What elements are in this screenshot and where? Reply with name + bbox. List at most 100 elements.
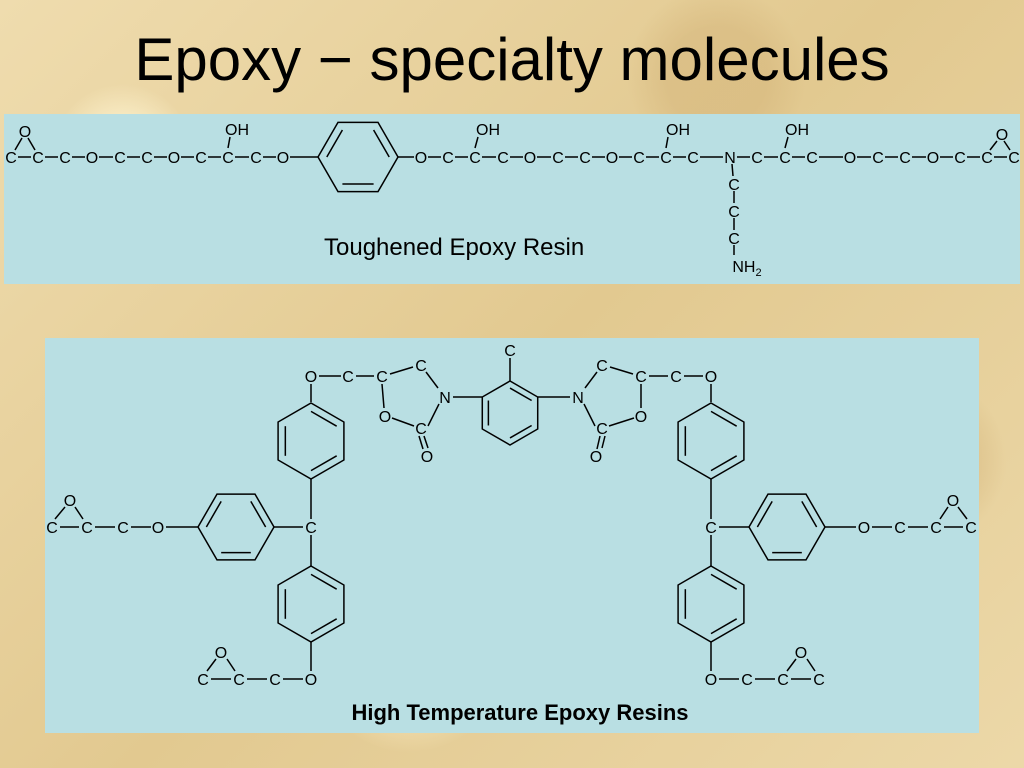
bond-line <box>665 136 669 149</box>
bond-line <box>427 403 440 427</box>
carbon-atom: C <box>59 150 71 167</box>
oxygen-atom: O <box>844 150 856 167</box>
carbon-atom: C <box>342 369 354 386</box>
bond-line <box>474 136 479 149</box>
hydroxyl-group: OH <box>476 122 500 139</box>
carbon-atom: C <box>32 150 44 167</box>
epoxide-oxygen: O <box>795 645 807 662</box>
hydroxyl-group: OH <box>785 122 809 139</box>
carbon-atom: C <box>751 150 763 167</box>
oxygen-atom: O <box>168 150 180 167</box>
oxygen-atom: O <box>606 150 618 167</box>
oxygen-atom: O <box>524 150 536 167</box>
bond-line <box>710 455 738 472</box>
carbon-atom: C <box>687 150 699 167</box>
bond-line <box>601 435 606 449</box>
carbon-atom: C <box>579 150 591 167</box>
oxygen-atom: O <box>277 150 289 167</box>
carbon-atom: C <box>965 520 977 537</box>
bond-line <box>784 136 789 149</box>
bond-line <box>756 500 773 528</box>
slide-title: Epoxy − specialty molecules <box>134 26 890 93</box>
atom-subscript: 2 <box>755 267 761 279</box>
bond-line <box>391 417 415 427</box>
bond-line <box>609 366 634 375</box>
bond-line <box>423 435 429 449</box>
bond-line <box>939 506 949 520</box>
carbon-atom: C <box>415 421 427 438</box>
carbon-atom: C <box>233 672 245 689</box>
bond-line <box>389 366 414 375</box>
carbon-atom: C <box>469 150 481 167</box>
oxygen-atom: O <box>590 449 602 466</box>
carbon-atom: C <box>670 369 682 386</box>
central-carbon: C <box>705 520 717 537</box>
bond-line <box>731 163 734 177</box>
bond-line <box>381 383 385 409</box>
bond-line <box>54 506 66 520</box>
carbon-atom: C <box>930 520 942 537</box>
carbon-atom: C <box>894 520 906 537</box>
bond-line <box>206 658 217 672</box>
bond-line <box>583 403 596 427</box>
epoxide-oxygen: O <box>19 124 31 141</box>
benzene-ring <box>677 402 745 480</box>
carbon-atom: C <box>779 150 791 167</box>
oxygen-atom: O <box>415 150 427 167</box>
bond-line <box>710 618 738 635</box>
bond-line <box>310 618 338 635</box>
bond-line <box>14 137 23 151</box>
amine-group: NH2 <box>732 259 761 279</box>
carbon-atom: C <box>777 672 789 689</box>
carbon-atom: C <box>197 672 209 689</box>
oxygen-atom: O <box>635 409 647 426</box>
nitrogen-atom: N <box>572 390 584 407</box>
carbon-atom: C <box>415 358 427 375</box>
oxygen-atom: O <box>152 520 164 537</box>
benzene-ring <box>277 402 345 480</box>
carbon-atom: C <box>872 150 884 167</box>
carbon-atom: C <box>141 150 153 167</box>
carbon-atom: C <box>728 204 740 221</box>
carbon-atom: C <box>552 150 564 167</box>
carbon-atom: C <box>728 231 740 248</box>
toughened-epoxy-caption: Toughened Epoxy Resin <box>324 234 585 261</box>
bond-line <box>425 371 439 389</box>
carbon-atom: C <box>222 150 234 167</box>
bond-line <box>205 500 222 528</box>
carbon-atom: C <box>5 150 17 167</box>
carbon-atom: C <box>269 672 281 689</box>
carbon-atom: C <box>981 150 993 167</box>
epoxide-oxygen: O <box>996 127 1008 144</box>
oxygen-atom: O <box>86 150 98 167</box>
bond-line <box>326 129 344 158</box>
benzene-ring <box>481 380 539 446</box>
bond-line <box>418 435 424 450</box>
carbon-atom: C <box>660 150 672 167</box>
epoxide-oxygen: O <box>947 493 959 510</box>
carbon-atom: C <box>741 672 753 689</box>
benzene-ring <box>317 121 399 193</box>
benzene-ring <box>748 493 826 561</box>
bond-line <box>310 455 338 472</box>
carbon-atom: C <box>596 421 608 438</box>
bond-line <box>310 573 338 590</box>
carbon-atom: C <box>376 369 388 386</box>
high-temperature-epoxy-caption: High Temperature Epoxy Resins <box>351 700 689 725</box>
carbon-atom: C <box>497 150 509 167</box>
bond-line <box>227 136 231 149</box>
carbon-atom: C <box>813 672 825 689</box>
oxygen-atom: O <box>305 672 317 689</box>
nitrogen-atom: N <box>724 150 736 167</box>
methyl-carbon: C <box>504 343 516 360</box>
carbon-atom: C <box>899 150 911 167</box>
oxygen-atom: O <box>421 449 433 466</box>
oxygen-atom: O <box>305 369 317 386</box>
epoxide-oxygen: O <box>64 493 76 510</box>
bond-line <box>710 573 738 590</box>
carbon-atom: C <box>81 520 93 537</box>
central-carbon: C <box>305 520 317 537</box>
